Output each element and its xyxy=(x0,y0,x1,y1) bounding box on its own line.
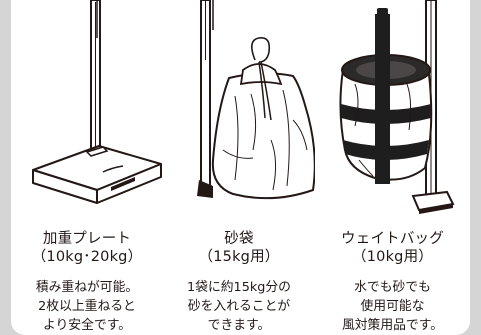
weight-plate-icon xyxy=(32,0,162,204)
product-options-card: 加重プレート （10kg･20kg） 積み重ねが可能。 2枚以上重ねると より安… xyxy=(11,0,470,335)
sandbag-desc-line2: 砂を入れることが xyxy=(187,299,291,314)
sandbag-title: 砂袋 （15kg用） xyxy=(163,230,315,266)
weight-plate-panel: 加重プレート （10kg･20kg） 積み重ねが可能。 2枚以上重ねると より安… xyxy=(11,0,163,335)
weight-bag-desc-line3: 風対策用品です。 xyxy=(341,318,444,333)
sandbag-panel: 砂袋 （15kg用） 1袋に約15kg分の 砂を入れることが できます。 xyxy=(163,0,315,335)
weight-bag-desc-line1: 水でも砂でも xyxy=(354,280,431,295)
weight-bag-panel: ウェイトバッグ （10kg用） 水でも砂でも 使用可能な 風対策用品です。 xyxy=(315,0,470,335)
sandbag-desc-line3: できます。 xyxy=(207,318,271,333)
weight-plate-title: 加重プレート （10kg･20kg） xyxy=(11,230,163,266)
weight-bag-icon xyxy=(339,0,455,214)
weight-plate-title-line2: （10kg･20kg） xyxy=(31,249,143,265)
weight-bag-title-line2: （10kg用） xyxy=(352,249,433,265)
weight-bag-title: ウェイトバッグ （10kg用） xyxy=(315,230,470,266)
sandbag-title-line1: 砂袋 xyxy=(224,231,254,247)
sandbag-desc-line1: 1袋に約15kg分の xyxy=(187,280,291,295)
weight-plate-desc-line1: 積み重ねが可能。 xyxy=(35,280,139,295)
weight-plate-title-line1: 加重プレート xyxy=(42,231,132,247)
sandbag-description: 1袋に約15kg分の 砂を入れることが できます。 xyxy=(163,278,315,335)
weight-bag-title-line1: ウェイトバッグ xyxy=(341,231,444,247)
sandbag-icon xyxy=(197,0,315,200)
weight-plate-description: 積み重ねが可能。 2枚以上重ねると より安全です。 xyxy=(11,278,163,335)
weight-plate-desc-line2: 2枚以上重ねると xyxy=(38,299,136,314)
weight-plate-desc-line3: より安全です。 xyxy=(42,318,132,333)
weight-bag-description: 水でも砂でも 使用可能な 風対策用品です。 xyxy=(315,278,470,335)
sandbag-title-line2: （15kg用） xyxy=(198,249,280,265)
weight-bag-desc-line2: 使用可能な xyxy=(360,299,425,314)
